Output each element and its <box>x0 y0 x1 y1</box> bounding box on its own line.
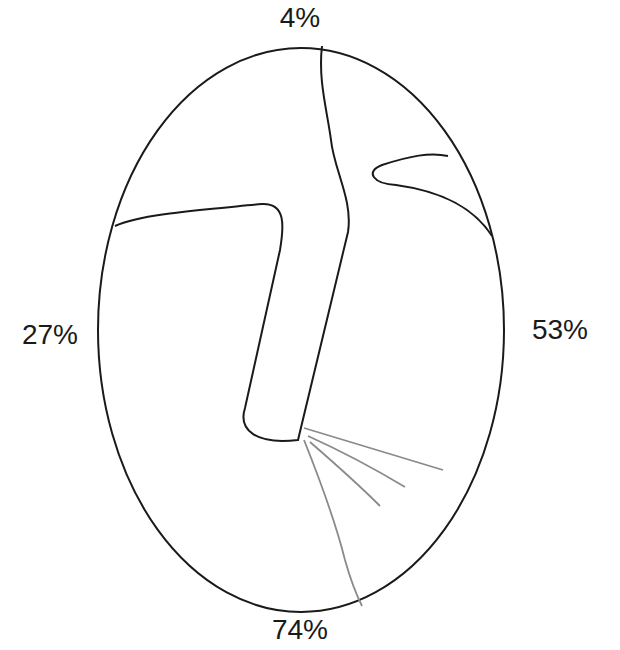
percentage-label: 53% <box>532 316 588 344</box>
light-ray <box>304 428 443 470</box>
cone-of-light <box>304 428 443 606</box>
fold-line <box>373 154 492 236</box>
membrane-outline <box>98 48 504 612</box>
light-ray <box>308 436 405 487</box>
percentage-label: 74% <box>272 616 328 644</box>
malleus-outline <box>115 46 349 441</box>
light-ray <box>310 442 380 506</box>
percentage-label: 27% <box>22 321 78 349</box>
percentage-label: 4% <box>280 4 320 32</box>
light-ray <box>304 440 362 606</box>
